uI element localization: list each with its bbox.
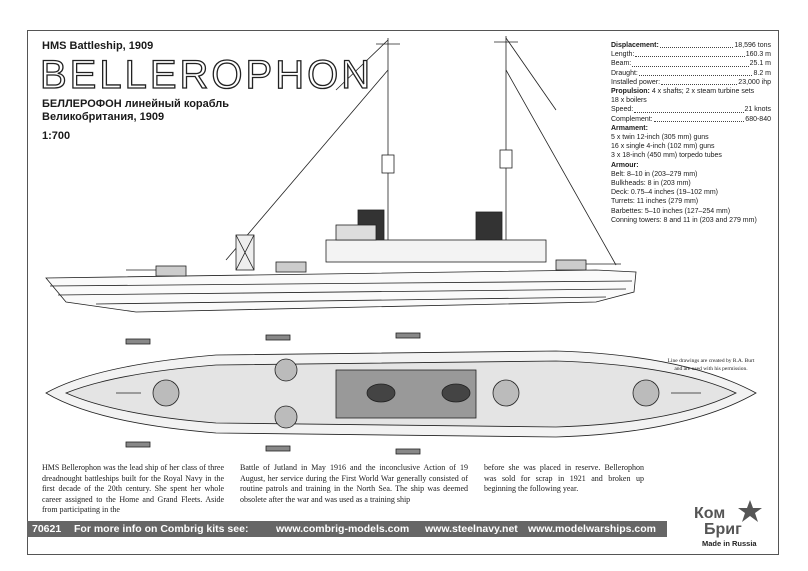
spec-length: Length:160.3 m [611, 51, 771, 59]
description-column-2: Battle of Jutland in May 1916 and the in… [240, 463, 468, 504]
website-link-combrig[interactable]: www.combrig-models.com [276, 523, 410, 535]
drawing-frame [27, 30, 779, 555]
ship-side-profile-drawing [45, 36, 637, 313]
made-in-label: Made in Russia [702, 539, 757, 548]
website-link-modelwarships[interactable]: www.modelwarships.com [528, 523, 656, 535]
footer-bar [27, 521, 667, 537]
logo-text-top: Ком [694, 505, 725, 522]
spec-beam: Beam:25.1 m [611, 60, 771, 68]
ship-top-view-drawing [45, 332, 757, 455]
description-column-1: HMS Bellerophon was the lead ship of her… [42, 463, 224, 515]
spec-armament-item: 16 x single 4-inch (102 mm) guns [611, 143, 715, 151]
spec-armament-item: 3 x 18-inch (450 mm) torpedo tubes [611, 152, 722, 160]
spec-armament-heading: Armament: [611, 124, 648, 132]
spec-displacement: Displacement:18,596 tons [611, 42, 771, 49]
combrig-logo: Ком Бриг Made in Russia [694, 500, 762, 548]
russian-subtitle: Великобритания, 1909 [42, 111, 165, 123]
spec-draught: Draught:8.2 m [611, 69, 771, 77]
spec-armour-heading: Armour: [611, 161, 639, 169]
russian-title: БЕЛЛЕРОФОН линейный корабль [42, 98, 230, 110]
website-link-steelnavy[interactable]: www.steelnavy.net [425, 523, 518, 535]
scale-label: 1:700 [42, 130, 71, 142]
description-column-3: before she was placed in reserve. Beller… [484, 463, 644, 494]
product-code: 70621 [32, 523, 62, 535]
spec-armour-item: Bulkheads: 8 in (203 mm) [611, 180, 691, 188]
logo-text-bottom: Бриг [704, 521, 742, 538]
spec-armour-item: Conning towers: 8 and 11 in (203 and 279… [611, 216, 757, 224]
spec-armour-item: Barbettes: 5–10 inches (127–254 mm) [611, 207, 731, 215]
more-info-text: For more info on Combrig kits see: [74, 523, 249, 535]
spec-installed-power: Installed power:23,000 ihp [611, 78, 771, 86]
spec-boilers: 18 x boilers [611, 97, 647, 105]
spec-propulsion: Propulsion: 4 x shafts; 2 x steam turbin… [611, 88, 755, 96]
page-title: BELLEROPHON [39, 53, 374, 97]
drawing-credit: Line drawings are created by R.A. Burt a… [667, 358, 755, 372]
spec-speed: Speed:21 knots [611, 106, 771, 114]
specifications-panel: Displacement:18,596 tons Length:160.3 m … [611, 41, 771, 225]
spec-armament-item: 5 x twin 12-inch (305 mm) guns [611, 134, 709, 142]
spec-complement: Complement:680-840 [611, 115, 771, 123]
spec-armour-item: Belt: 8–10 in (203–279 mm) [611, 170, 698, 178]
ship-subtitle: HMS Battleship, 1909 [42, 40, 154, 52]
spec-armour-item: Deck: 0.75–4 inches (19–102 mm) [611, 189, 718, 197]
spec-armour-item: Turrets: 11 inches (279 mm) [611, 198, 699, 206]
